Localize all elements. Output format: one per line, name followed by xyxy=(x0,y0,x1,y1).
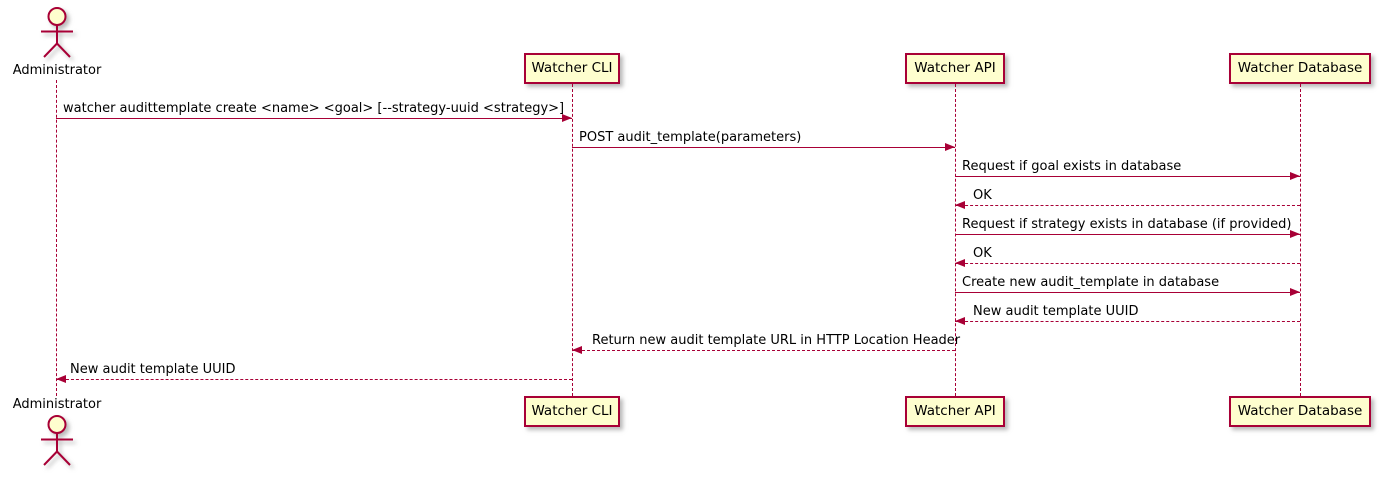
administrator-actor-icon xyxy=(41,7,73,58)
administrator-label-bottom: Administrator xyxy=(12,397,102,412)
arrowhead-right-icon xyxy=(1290,288,1300,296)
administrator-label-top: Administrator xyxy=(12,63,102,78)
lifeline-administrator xyxy=(56,80,57,396)
lifeline-watcher-database xyxy=(1300,84,1301,396)
message-line xyxy=(955,263,1300,264)
message-label: Request if strategy exists in database (… xyxy=(962,217,1292,232)
message-label: OK xyxy=(973,188,992,203)
lifeline-watcher-api xyxy=(955,84,956,396)
arrowhead-left-icon xyxy=(955,259,965,267)
participant-watcher-database-top: Watcher Database xyxy=(1229,53,1371,84)
arrowhead-right-icon xyxy=(945,143,955,151)
message-line xyxy=(572,147,955,148)
participant-watcher-cli-bottom: Watcher CLI xyxy=(524,396,620,427)
message-line xyxy=(955,205,1300,206)
message-line xyxy=(56,379,572,380)
participant-label: Watcher Database xyxy=(1237,59,1363,76)
participant-watcher-api-bottom: Watcher API xyxy=(905,396,1005,427)
message-label: New audit template UUID xyxy=(70,362,236,377)
message-label: Create new audit_template in database xyxy=(962,275,1220,290)
arrowhead-left-icon xyxy=(56,375,66,383)
message-label: New audit template UUID xyxy=(973,304,1139,319)
message-line xyxy=(955,321,1300,322)
participant-label: Watcher API xyxy=(914,402,996,419)
message-line xyxy=(56,118,572,119)
message-line xyxy=(572,350,955,351)
arrowhead-left-icon xyxy=(955,201,965,209)
message-line xyxy=(955,176,1300,177)
message-label: Return new audit template URL in HTTP Lo… xyxy=(592,333,961,348)
message-line xyxy=(955,292,1300,293)
participant-label: Watcher CLI xyxy=(531,59,613,76)
arrowhead-right-icon xyxy=(1290,172,1300,180)
participant-watcher-api-top: Watcher API xyxy=(905,53,1005,84)
message-label: POST audit_template(parameters) xyxy=(579,130,802,145)
arrowhead-left-icon xyxy=(955,317,965,325)
message-line xyxy=(955,234,1300,235)
arrowhead-right-icon xyxy=(562,114,572,122)
message-label: OK xyxy=(973,246,992,261)
administrator-actor-icon xyxy=(41,415,73,466)
participant-label: Watcher API xyxy=(914,59,996,76)
participant-watcher-database-bottom: Watcher Database xyxy=(1229,396,1371,427)
lifeline-watcher-cli xyxy=(572,84,573,396)
arrowhead-right-icon xyxy=(1290,230,1300,238)
participant-label: Watcher Database xyxy=(1237,402,1363,419)
message-label: Request if goal exists in database xyxy=(962,159,1182,174)
participant-label: Watcher CLI xyxy=(531,402,613,419)
message-label: watcher audittemplate create <name> <goa… xyxy=(63,101,565,116)
participant-watcher-cli-top: Watcher CLI xyxy=(524,53,620,84)
arrowhead-left-icon xyxy=(572,346,582,354)
